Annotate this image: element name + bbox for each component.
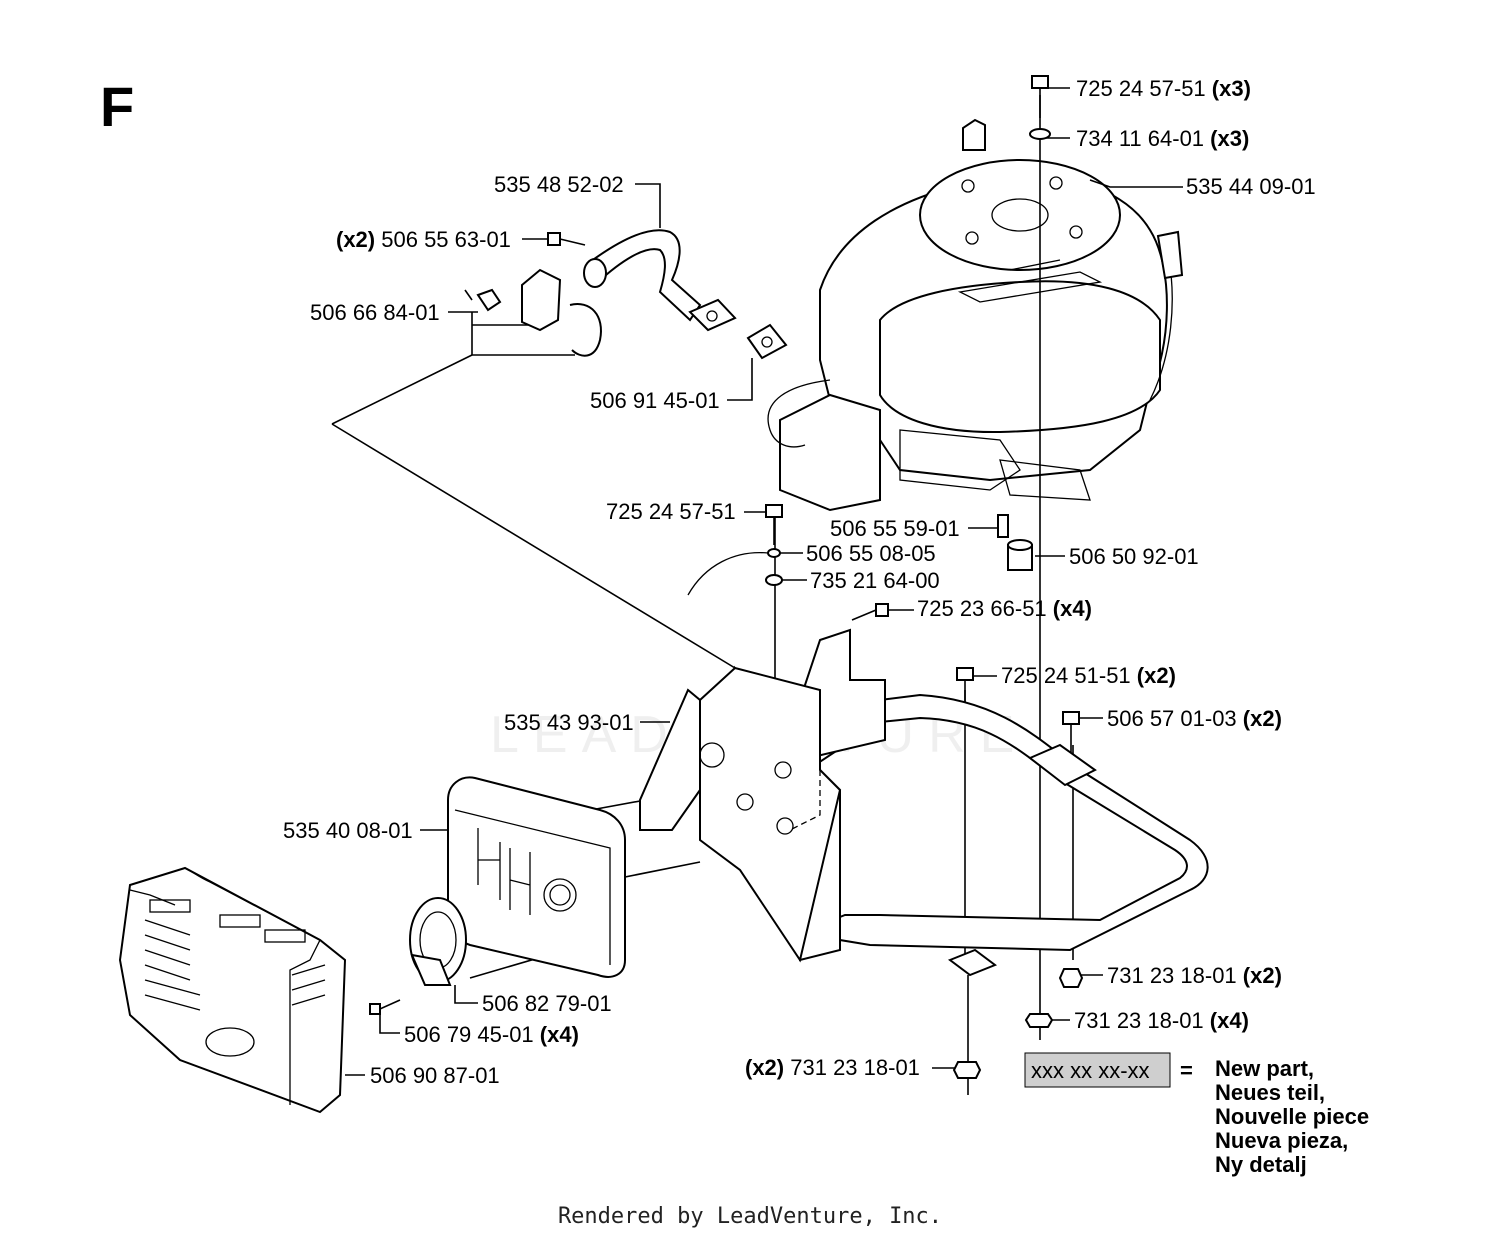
clamp-kit-drawing xyxy=(464,268,602,357)
exhaust-pipe-drawing xyxy=(583,229,737,332)
label-muffler-bracket: 535 43 93-01 xyxy=(504,710,634,735)
label-deflector: 506 82 79-01 xyxy=(482,991,612,1016)
label-ground-bolt: 725 24 57-51 xyxy=(606,499,736,524)
legend-line-4: Nueva pieza, xyxy=(1215,1128,1348,1153)
label-key: 506 55 59-01 xyxy=(830,516,960,541)
label-frame-nut: 731 23 18-01 (x2) xyxy=(1107,963,1282,988)
label-muffler: 535 40 08-01 xyxy=(283,818,413,843)
label-muffler-guard: 506 90 87-01 xyxy=(370,1063,500,1088)
label-frame-bolt: 725 24 51-51 (x2) xyxy=(1001,663,1176,688)
label-engine: 535 44 09-01 xyxy=(1186,174,1316,199)
legend-line-1: New part, xyxy=(1215,1056,1314,1081)
label-clamp-kit: 506 66 84-01 xyxy=(310,300,440,325)
label-frame-bolt-2: 506 57 01-03 (x2) xyxy=(1107,706,1282,731)
label-gasket: 506 91 45-01 xyxy=(590,388,720,413)
pipe-bolt-drawing xyxy=(547,232,586,246)
label-deflector-screw: 506 79 45-01 (x4) xyxy=(404,1022,579,1047)
label-lock-washer: 735 21 64-00 xyxy=(810,568,940,593)
label-washer-top: 734 11 64-01 (x3) xyxy=(1076,126,1249,151)
legend-line-2: Neues teil, xyxy=(1215,1080,1325,1105)
gasket-drawing xyxy=(746,323,788,360)
new-part-legend: xxx xx xx-xx = New part, Neues teil, Nou… xyxy=(1024,1052,1369,1177)
legend-line-5: Ny detalj xyxy=(1215,1152,1307,1177)
legend-equals: = xyxy=(1180,1058,1193,1083)
muffler-drawing xyxy=(447,776,626,978)
label-spacer: 506 50 92-01 xyxy=(1069,544,1199,569)
legend-line-3: Nouvelle piece xyxy=(1215,1104,1369,1129)
engine-drawing xyxy=(767,118,1184,512)
part-labels: 725 24 57-51 (x3) 734 11 64-01 (x3) 535 … xyxy=(283,76,1316,1088)
deflector-drawing xyxy=(409,897,467,986)
label-pipe-bolt: (x2) 506 55 63-01 xyxy=(336,227,511,252)
muffler-guard-drawing xyxy=(118,866,347,1114)
section-letter: F xyxy=(100,75,134,138)
footer-credit: Rendered by LeadVenture, Inc. xyxy=(558,1204,942,1229)
legend-code-box xyxy=(1024,1052,1171,1088)
muffler-bracket-drawing xyxy=(639,628,886,963)
label-bolt-top: 725 24 57-51 (x3) xyxy=(1076,76,1251,101)
label-exhaust-pipe: 535 48 52-02 xyxy=(494,172,624,197)
small-hardware xyxy=(369,75,1084,1079)
label-left-nut: (x2) 731 23 18-01 xyxy=(745,1055,920,1080)
legend-code: xxx xx xx-xx xyxy=(1031,1058,1150,1083)
label-bracket-screw: 725 23 66-51 (x4) xyxy=(917,596,1092,621)
label-ground-terminal: 506 55 08-05 xyxy=(806,541,936,566)
label-bottom-nut: 731 23 18-01 (x4) xyxy=(1074,1008,1249,1033)
